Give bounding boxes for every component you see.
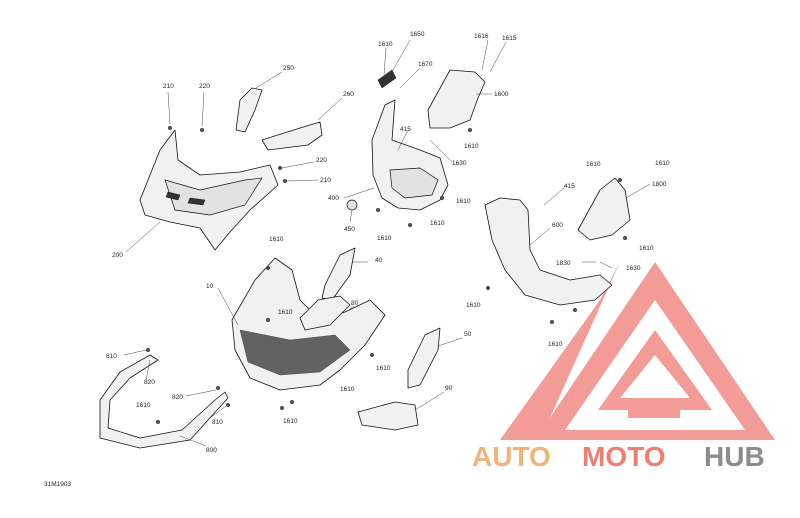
part-40: [321, 247, 356, 301]
callout-1610b: 1610: [464, 143, 479, 150]
callout-1610l: 1610: [278, 309, 293, 316]
callout-1610f: 1610: [586, 161, 601, 168]
leader-lines: [123, 39, 651, 447]
callout-1670: 1670: [418, 61, 433, 68]
callout-810: 810: [106, 353, 117, 360]
callout-1616: 1616: [474, 33, 489, 40]
callout-1610e: 1610: [430, 220, 445, 227]
fastener-bolts: [145, 125, 628, 425]
callout-1830: 1830: [556, 260, 571, 267]
part-1600: [377, 69, 486, 129]
part-250: [235, 87, 263, 133]
callout-labels: 210 220 250 260 220 210 200 1610 1650 16…: [106, 31, 670, 454]
watermark-hub: HUB: [704, 441, 765, 472]
callout-1610k: 1610: [269, 236, 284, 243]
callout-600: 600: [552, 222, 563, 229]
callout-250: 250: [283, 65, 294, 72]
callout-40: 40: [375, 257, 383, 264]
callout-415b: 415: [564, 183, 575, 190]
callout-80: 80: [351, 300, 359, 307]
callout-450: 450: [344, 226, 355, 233]
part-260: [261, 121, 323, 151]
part-600-frame: [484, 177, 631, 306]
part-800-bumper: [99, 354, 229, 449]
callout-810b: 810: [212, 419, 223, 426]
callout-90: 90: [445, 385, 453, 392]
part-80: [299, 295, 351, 331]
callout-1630b: 1630: [626, 265, 641, 272]
callout-1610: 1610: [378, 41, 393, 48]
callout-10: 10: [206, 283, 214, 290]
part-400-frame: [346, 99, 449, 211]
callout-260: 260: [343, 91, 354, 98]
callout-1615: 1615: [502, 35, 517, 42]
callout-1610n: 1610: [283, 418, 298, 425]
callout-1800: 1800: [652, 181, 667, 188]
callout-820: 820: [144, 379, 155, 386]
callout-415: 415: [400, 126, 411, 133]
callout-1630: 1630: [452, 160, 467, 167]
watermark-moto: MOTO: [582, 441, 665, 472]
callout-1610m: 1610: [376, 365, 391, 372]
callout-210b: 210: [320, 177, 331, 184]
callout-1610d: 1610: [456, 198, 471, 205]
watermark-text: AUTO MOTO HUB: [472, 441, 765, 472]
callout-1600: 1600: [494, 91, 509, 98]
callout-1610o: 1610: [136, 402, 151, 409]
callout-200: 200: [112, 252, 123, 259]
callout-1610i: 1610: [466, 302, 481, 309]
diagram-code: 31M1903: [44, 481, 71, 488]
callout-50: 50: [464, 331, 472, 338]
watermark-logo: [500, 262, 775, 440]
callout-1610g: 1610: [639, 245, 654, 252]
part-50: [407, 327, 441, 389]
part-90: [357, 401, 419, 431]
callout-1610p: 1610: [340, 386, 355, 393]
watermark-auto: AUTO: [472, 441, 551, 472]
part-200-hood: [139, 129, 279, 251]
callout-220b: 220: [316, 157, 327, 164]
callout-800: 800: [206, 447, 217, 454]
callout-1650: 1650: [410, 31, 425, 38]
callout-400: 400: [328, 195, 339, 202]
callout-1610c: 1610: [377, 235, 392, 242]
callout-220: 220: [199, 83, 210, 90]
callout-1610j: 1610: [548, 341, 563, 348]
callout-1610h: 1610: [655, 160, 670, 167]
callout-820b: 820: [172, 394, 183, 401]
callout-210: 210: [163, 83, 174, 90]
